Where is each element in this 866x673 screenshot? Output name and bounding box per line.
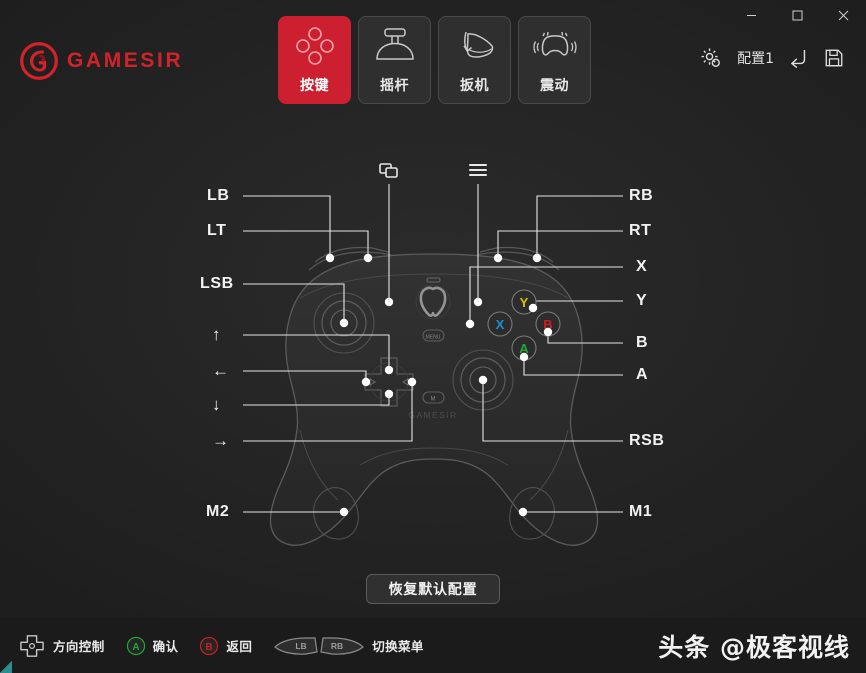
minimize-button[interactable]: [728, 0, 774, 30]
gamesir-emblem-icon: [20, 42, 58, 80]
callout-rt: RT: [629, 222, 652, 239]
svg-text:A: A: [519, 341, 529, 356]
top-icon-leaders: [388, 184, 479, 302]
profile-name[interactable]: 配置1: [737, 50, 774, 67]
face-button-y: Y: [511, 289, 538, 315]
controller-diagram: MENU M GAMESIR: [0, 130, 866, 560]
callout-x: X: [636, 258, 648, 275]
save-icon[interactable]: [824, 48, 844, 68]
svg-text:LB: LB: [296, 641, 307, 651]
hint-switch-menu-label: 切换菜单: [372, 639, 424, 654]
callout-m1: M1: [629, 503, 653, 520]
device-wordmark: GAMESIR: [408, 410, 457, 420]
window-controls: [728, 0, 866, 30]
tab-buttons-label: 按键: [300, 77, 329, 94]
callout-lb: LB: [207, 187, 230, 204]
callout-lsb: LSB: [200, 275, 234, 292]
menu-button-icon: [469, 164, 487, 176]
menu-button: [422, 329, 445, 342]
corner-accent: [0, 661, 12, 673]
svg-text:MENU: MENU: [426, 335, 441, 341]
tab-vibration-label: 震动: [540, 77, 569, 94]
tab-stick[interactable]: 摇杆: [358, 16, 431, 104]
brand-name: GAMESIR: [67, 49, 184, 72]
undo-icon[interactable]: [789, 48, 809, 68]
callout-dpad-right: →: [212, 431, 230, 450]
callout-lines: [243, 195, 623, 513]
face-button-b: B: [535, 311, 561, 337]
face-buttons: Y X B A: [487, 289, 561, 362]
hint-bar: 方向控制 A 确认 B 返回: [0, 618, 866, 673]
hint-confirm: A 确认: [126, 636, 179, 656]
tab-vibration[interactable]: 震动: [518, 16, 591, 104]
guide-button-icon: [415, 284, 451, 320]
hint-back-label: 返回: [226, 639, 253, 654]
controller-body: MENU M GAMESIR: [269, 246, 599, 546]
hint-confirm-label: 确认: [152, 639, 179, 654]
svg-text:RB: RB: [331, 641, 343, 651]
callout-dpad-left: ←: [212, 361, 230, 380]
callout-lt: LT: [207, 222, 227, 239]
hint-switch-menu: LB RB 切换菜单: [273, 634, 424, 658]
buttons-icon: [294, 26, 336, 66]
mode-tabs: 按键 摇杆 扳机: [278, 16, 591, 104]
face-button-a: A: [511, 335, 537, 362]
tab-trigger-label: 扳机: [460, 77, 489, 94]
brand-logo: GAMESIR: [20, 42, 183, 80]
tab-stick-label: 摇杆: [380, 77, 409, 94]
hint-direction-label: 方向控制: [53, 639, 105, 654]
callout-dpad-up: ↑: [212, 325, 222, 344]
maximize-button[interactable]: [774, 0, 820, 30]
callout-m2: M2: [206, 503, 230, 520]
m-button: [422, 391, 445, 404]
view-button: [426, 277, 441, 283]
watermark: 头条 @极客视线: [658, 632, 850, 662]
b-button-icon: B: [199, 636, 219, 656]
svg-text:M: M: [431, 397, 436, 403]
anchor-dots: [325, 253, 542, 517]
callout-a: A: [636, 366, 649, 383]
vibration-icon: [532, 26, 578, 66]
svg-text:B: B: [543, 317, 552, 332]
controller-svg: MENU M GAMESIR: [243, 163, 623, 546]
tab-trigger[interactable]: 扳机: [438, 16, 511, 104]
restore-defaults-button[interactable]: 恢复默认配置: [366, 574, 500, 604]
face-button-x: X: [487, 311, 513, 337]
title-bar: [0, 0, 866, 30]
svg-text:Y: Y: [520, 295, 529, 310]
a-button-icon: A: [126, 636, 146, 656]
header-tools: 配置1: [699, 46, 844, 69]
svg-text:B: B: [206, 642, 213, 653]
svg-text:X: X: [496, 317, 505, 332]
paddle-m2: [313, 487, 359, 540]
callout-rsb: RSB: [629, 432, 665, 449]
dpad-icon: [18, 634, 46, 658]
close-button[interactable]: [820, 0, 866, 30]
trigger-icon: [453, 26, 497, 66]
paddle-m1: [509, 487, 555, 540]
svg-text:A: A: [132, 642, 139, 653]
hint-back: B 返回: [199, 636, 252, 656]
hint-list: 方向控制 A 确认 B 返回: [18, 634, 424, 658]
callout-dpad-down: ↓: [212, 395, 222, 414]
center-buttons: MENU M: [422, 277, 445, 404]
view-button-icon: [379, 163, 398, 178]
callout-y: Y: [636, 292, 648, 309]
callout-b: B: [636, 334, 649, 351]
tab-buttons[interactable]: 按键: [278, 16, 351, 104]
callout-rb: RB: [629, 187, 654, 204]
hint-direction: 方向控制: [18, 634, 105, 658]
gear-icon[interactable]: [699, 46, 722, 69]
stick-icon: [373, 26, 417, 66]
shoulder-icon: LB RB: [273, 634, 365, 658]
